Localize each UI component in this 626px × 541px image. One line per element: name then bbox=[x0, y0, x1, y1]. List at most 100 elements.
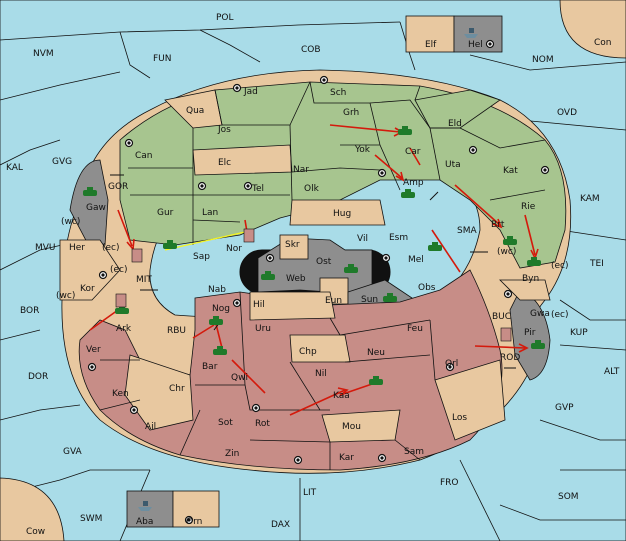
region-gwa[interactable] bbox=[499, 279, 551, 301]
svg-text:Cow: Cow bbox=[26, 527, 45, 537]
fleet-icon bbox=[464, 28, 478, 38]
svg-text:Chp: Chp bbox=[299, 347, 317, 357]
svg-text:Nab: Nab bbox=[208, 285, 226, 295]
svg-text:Rie: Rie bbox=[521, 202, 536, 212]
label-gvg: GVG bbox=[52, 157, 72, 167]
label-rod: ROD bbox=[500, 353, 520, 363]
svg-text:Qwi: Qwi bbox=[231, 373, 248, 383]
svg-text:Obs: Obs bbox=[418, 283, 436, 293]
svg-text:Sap: Sap bbox=[193, 252, 210, 262]
svg-text:Vil: Vil bbox=[357, 234, 368, 244]
svg-text:Nor: Nor bbox=[226, 244, 242, 254]
svg-text:(wc): (wc) bbox=[56, 291, 75, 301]
svg-text:Eld: Eld bbox=[448, 119, 462, 129]
svg-text:Jos: Jos bbox=[217, 125, 231, 135]
region-gaw[interactable] bbox=[69, 159, 109, 249]
svg-text:(ec): (ec) bbox=[102, 243, 120, 253]
svg-text:Kaa: Kaa bbox=[333, 391, 350, 401]
svg-text:Kat: Kat bbox=[503, 166, 518, 176]
label-sma: SMA bbox=[457, 226, 477, 236]
svg-text:Gaw: Gaw bbox=[86, 203, 106, 213]
label-dor: DOR bbox=[28, 372, 48, 382]
army-icon bbox=[261, 271, 275, 280]
svg-text:Hel: Hel bbox=[468, 40, 483, 50]
svg-text:Gur: Gur bbox=[157, 208, 174, 218]
region-eld[interactable] bbox=[414, 89, 501, 129]
svg-text:Sot: Sot bbox=[218, 418, 233, 428]
label-rbu: RBU bbox=[167, 326, 186, 336]
region-chp[interactable] bbox=[289, 334, 351, 363]
region-skr[interactable] bbox=[279, 234, 309, 260]
label-ovd: OVD bbox=[557, 108, 577, 118]
label-mit: MIT bbox=[136, 275, 152, 285]
army-icon bbox=[163, 240, 177, 249]
sea-borders bbox=[0, 21, 626, 541]
svg-text:Bar: Bar bbox=[202, 362, 218, 372]
label-nom: NOM bbox=[532, 55, 554, 65]
svg-text:Grh: Grh bbox=[343, 108, 359, 118]
label-swm: SWM bbox=[80, 514, 102, 524]
svg-text:(wc): (wc) bbox=[497, 247, 516, 257]
label-gva: GVA bbox=[63, 447, 83, 457]
army-icon bbox=[83, 187, 97, 196]
svg-text:Sun: Sun bbox=[361, 295, 378, 305]
svg-text:Rot: Rot bbox=[255, 419, 270, 429]
region-los[interactable] bbox=[434, 359, 506, 441]
svg-text:Hug: Hug bbox=[333, 209, 351, 219]
svg-text:Elc: Elc bbox=[218, 158, 231, 168]
svg-text:(ec): (ec) bbox=[551, 310, 569, 320]
svg-text:Neu: Neu bbox=[367, 348, 385, 358]
svg-text:Mel: Mel bbox=[408, 255, 424, 265]
army-icon bbox=[527, 257, 541, 266]
army-icon bbox=[398, 126, 412, 135]
supply-centers bbox=[87, 39, 550, 525]
army-icon bbox=[209, 316, 223, 325]
svg-text:Uta: Uta bbox=[445, 160, 461, 170]
svg-text:(ec): (ec) bbox=[551, 261, 569, 271]
label-alt: ALT bbox=[604, 367, 620, 377]
svg-text:Zin: Zin bbox=[225, 449, 239, 459]
label-bor: BOR bbox=[20, 306, 39, 316]
svg-text:Ver: Ver bbox=[86, 345, 101, 355]
support-line bbox=[164, 231, 246, 251]
fleet-icon bbox=[500, 327, 512, 342]
svg-text:(wc): (wc) bbox=[61, 217, 80, 227]
army-icon bbox=[401, 189, 415, 198]
svg-text:Yok: Yok bbox=[354, 145, 371, 155]
svg-text:Gwa: Gwa bbox=[530, 309, 550, 319]
label-kam: KAM bbox=[580, 194, 600, 204]
label-kup: KUP bbox=[570, 328, 588, 338]
svg-text:Elf: Elf bbox=[425, 40, 437, 50]
region-elc[interactable] bbox=[192, 144, 293, 176]
svg-text:Byn: Byn bbox=[522, 274, 539, 284]
svg-text:Nil: Nil bbox=[315, 369, 327, 379]
label-buc: BUC bbox=[492, 312, 511, 322]
svg-text:Her: Her bbox=[69, 243, 85, 253]
sea-labels: POL NVM FUN COB NOM OVD KAL GVG KAM MVU … bbox=[6, 13, 620, 530]
fleet-icon bbox=[131, 248, 143, 263]
svg-text:Sam: Sam bbox=[404, 447, 424, 457]
label-gor: GOR bbox=[108, 182, 128, 192]
svg-text:Amp: Amp bbox=[403, 178, 424, 188]
svg-text:Web: Web bbox=[286, 274, 306, 284]
army-icon bbox=[383, 293, 397, 302]
svg-text:Aba: Aba bbox=[136, 517, 153, 527]
region-mou[interactable] bbox=[321, 409, 401, 443]
label-cob: COB bbox=[301, 45, 321, 55]
red-borders bbox=[99, 291, 436, 470]
svg-text:Sch: Sch bbox=[330, 88, 346, 98]
svg-text:Kar: Kar bbox=[339, 453, 354, 463]
svg-text:Lan: Lan bbox=[202, 208, 218, 218]
label-fro: FRO bbox=[440, 478, 459, 488]
svg-text:(ec): (ec) bbox=[110, 265, 128, 275]
svg-text:Mou: Mou bbox=[342, 422, 361, 432]
label-mvu: MVU bbox=[35, 243, 56, 253]
region-orn[interactable] bbox=[172, 490, 220, 528]
region-hil-uru[interactable] bbox=[249, 291, 336, 321]
region-her-kor[interactable] bbox=[59, 239, 121, 301]
label-tei: TEI bbox=[589, 259, 604, 269]
label-gvp: GVP bbox=[555, 403, 574, 413]
region-hug[interactable] bbox=[289, 199, 386, 226]
region-chr[interactable] bbox=[124, 354, 194, 431]
